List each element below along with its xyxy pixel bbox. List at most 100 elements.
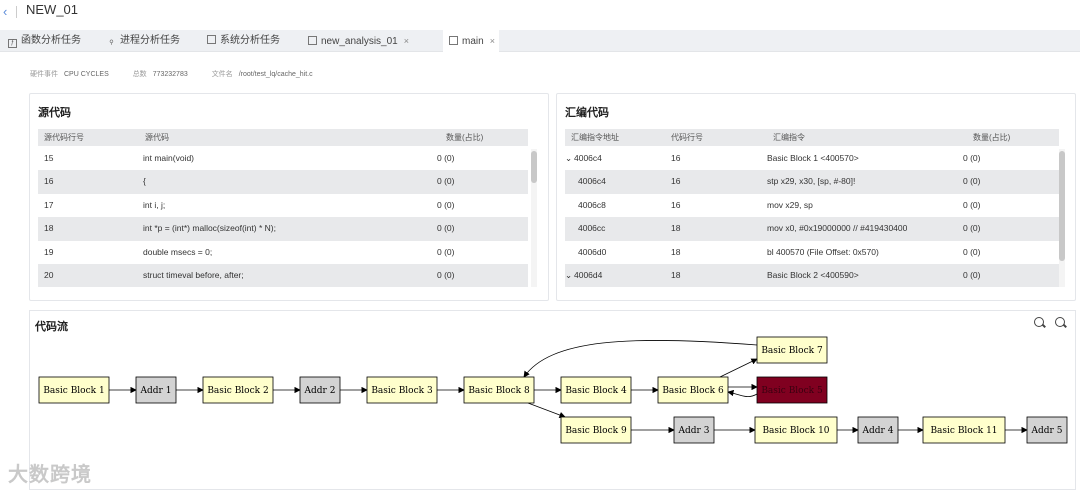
code-flow-panel: 代码流 Basic Block 1 Addr 1 Basic Block 2 Addr…: [29, 310, 1076, 490]
flow-node-label: Basic Block 6: [662, 386, 724, 396]
column-header: 汇编指令地址: [571, 133, 619, 142]
flow-node-box: [857, 416, 899, 444]
source-code-cell: struct timeval before, after;: [143, 269, 244, 280]
count-cell: 0 (0): [437, 269, 455, 280]
watermark: 大数跨境: [8, 464, 92, 486]
tab-process-analysis[interactable]: ⚲进程分析任务: [107, 30, 180, 52]
tab-main[interactable]: main ×: [443, 30, 499, 52]
event-label: 硬件事件: [30, 71, 58, 78]
line-number: 18: [671, 246, 681, 257]
tab-label: main: [462, 36, 484, 47]
table-row[interactable]: 16 {0 (0): [38, 170, 528, 194]
zoom-out-icon[interactable]: [1055, 317, 1065, 327]
flow-node-bb4[interactable]: Basic Block 4: [560, 376, 632, 404]
flow-node-a1[interactable]: Addr 1: [135, 376, 177, 404]
flow-node-box: [756, 336, 828, 364]
flow-node-bb8[interactable]: Basic Block 8: [463, 376, 535, 404]
flow-node-bb11[interactable]: Basic Block 11: [922, 416, 1006, 444]
flow-node-bb2[interactable]: Basic Block 2: [202, 376, 274, 404]
line-number: 16: [44, 176, 54, 187]
line-number: 19: [44, 246, 54, 257]
code-flow-graph: Basic Block 1 Addr 1 Basic Block 2 Addr 2 Ba…: [38, 336, 1068, 444]
file-label: 文件名: [211, 71, 233, 78]
address-cell: 4006d4: [574, 269, 603, 280]
count-cell: 0 (0): [963, 153, 981, 163]
flow-node-a4[interactable]: Addr 4: [857, 416, 899, 444]
flow-node-box: [754, 416, 838, 444]
tab-system-analysis[interactable]: 系统分析任务: [207, 30, 280, 52]
flow-node-bb3[interactable]: Basic Block 3: [366, 376, 438, 404]
flow-node-bb7[interactable]: Basic Block 7: [756, 336, 828, 364]
flow-node-label: Basic Block 11: [930, 426, 997, 436]
doc-icon: [449, 36, 458, 45]
flow-node-a3[interactable]: Addr 3: [673, 416, 715, 444]
flow-node-a2[interactable]: Addr 2: [299, 376, 341, 404]
monitor-icon: [207, 35, 216, 44]
source-scrollbar[interactable]: [531, 149, 537, 287]
instruction-cell: mov x0, #0x19000000 // #419430400: [767, 223, 908, 234]
flow-node-label: Basic Block 4: [565, 386, 627, 396]
expand-icon[interactable]: ⌄: [565, 153, 573, 163]
source-code-cell: double msecs = 0;: [143, 246, 213, 257]
flow-node-a5[interactable]: Addr 5: [1026, 416, 1068, 444]
flow-edge-bb5-bb6: [727, 389, 758, 397]
count-cell: 0 (0): [963, 269, 981, 280]
column-header: 数量(占比): [973, 133, 1011, 142]
assembly-panel-title: 汇编代码: [565, 107, 609, 119]
flow-node-label: Addr 4: [862, 426, 894, 436]
flow-node-box: [463, 376, 535, 404]
address-cell: 4006c4: [574, 153, 602, 163]
event-value: CPU CYCLES: [64, 71, 109, 78]
flow-node-box: [299, 376, 341, 404]
zoom-in-icon[interactable]: [1034, 317, 1044, 327]
flow-node-bb1[interactable]: Basic Block 1: [38, 376, 110, 404]
flow-node-bb6[interactable]: Basic Block 6: [657, 376, 729, 404]
code-flow-title: 代码流: [35, 321, 68, 333]
file-value: /root/test_lq/cache_hit.c: [238, 71, 313, 78]
function-icon: ƒ: [8, 39, 17, 48]
chevron-left-icon[interactable]: ‹: [3, 4, 8, 19]
tab-label: 函数分析任务: [21, 35, 81, 46]
flow-node-bb9[interactable]: Basic Block 9: [560, 416, 632, 444]
scrollbar-thumb[interactable]: [531, 151, 537, 183]
close-icon[interactable]: ×: [489, 36, 495, 46]
source-table-header: 源代码行号 源代码 数量(占比): [38, 129, 528, 146]
tab-function-analysis[interactable]: ƒ 函数分析任务: [8, 30, 81, 52]
source-code-cell: {: [143, 176, 146, 187]
line-number: 15: [44, 153, 54, 163]
close-icon[interactable]: ×: [403, 36, 409, 46]
source-code-cell: int *p = (int*) malloc(sizeof(int) * N);: [143, 223, 276, 234]
count-cell: 0 (0): [437, 176, 455, 187]
flow-node-bb10[interactable]: Basic Block 10: [754, 416, 838, 444]
address-cell: 4006c4: [578, 176, 606, 187]
expand-icon[interactable]: ⌄: [565, 269, 573, 280]
scrollbar-thumb[interactable]: [1059, 151, 1065, 261]
flow-node-bb5[interactable]: Basic Block 5: [756, 376, 828, 404]
flow-node-label: Basic Block 3: [371, 386, 433, 396]
flow-edge-bb8-bb9: [527, 402, 566, 419]
count-cell: 0 (0): [963, 223, 981, 234]
assembly-table-header: 汇编指令地址 代码行号 汇编指令 数量(占比): [565, 129, 1059, 146]
line-number: 18: [671, 269, 681, 280]
flow-node-label: Basic Block 9: [565, 426, 627, 436]
assembly-scrollbar[interactable]: [1059, 149, 1065, 287]
divider: [16, 6, 17, 18]
column-header: 源代码行号: [44, 133, 84, 142]
tab-new-analysis-01[interactable]: new_analysis_01×: [308, 30, 409, 52]
